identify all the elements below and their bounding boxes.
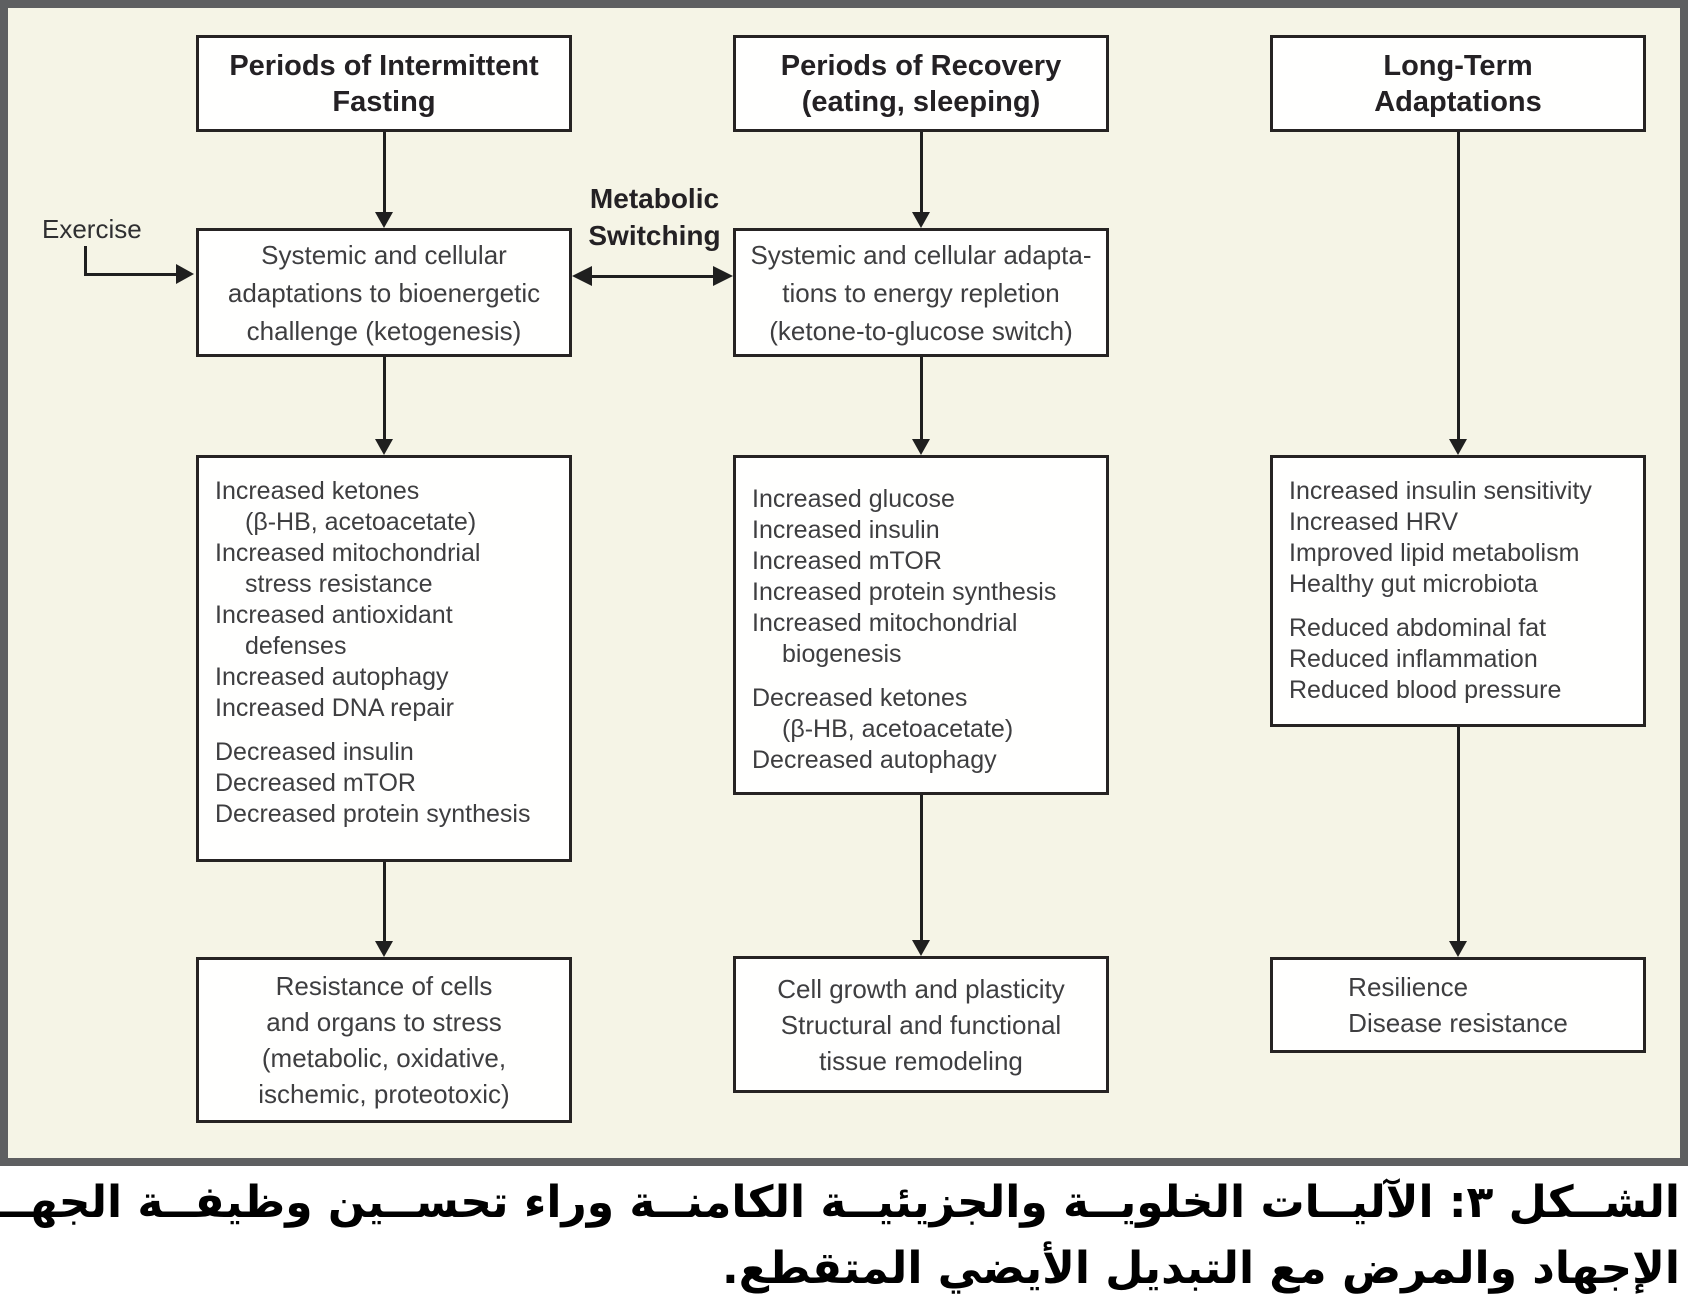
metabolic-switching-double-arrow-icon [572,264,733,288]
list-item: Improved lipid metabolism [1289,539,1580,567]
list-item: Decreased autophagy [752,746,997,774]
list-item: Increased mTOR [752,547,942,575]
list-item: Increased ketones (β-HB, acetoacetate) [215,477,477,536]
header-box-long-term-adaptations: Long-Term Adaptations [1270,35,1646,132]
adaptation-box-energy-repletion: Systemic and cellular adapta- tions to e… [733,228,1109,357]
outcome-box-stress-resistance: Resistance of cells and organs to stress… [196,957,572,1123]
exercise-arrowhead-icon [176,264,194,284]
list-item: Increased protein synthesis [752,578,1057,606]
list-item: Increased glucose [752,485,955,513]
figure-caption-line1: الشــكل ٣: الآليــات الخلويــة والجزيئيـ… [0,1177,1680,1228]
arrow-adaptation-to-changes-fasting-icon [375,357,393,455]
list-item: Decreased insulin [215,738,414,766]
arrow-recovery-to-adaptation-icon [912,132,930,228]
changes-box-fasting: Increased ketones (β-HB, acetoacetate)In… [196,455,572,862]
list-item: Reduced blood pressure [1289,676,1562,704]
list-item: Increased DNA repair [215,694,455,722]
list-item: Increased mitochondrial stress resistanc… [215,539,481,598]
list-item: Reduced inflammation [1289,645,1538,673]
arrow-longterm-to-changes-icon [1449,132,1467,455]
list-item: Increased insulin sensitivity [1289,477,1592,505]
list-item: Increased antioxidant defenses [215,601,453,660]
header-box-recovery: Periods of Recovery (eating, sleeping) [733,35,1109,132]
outcome-box-cell-growth: Cell growth and plasticity Structural an… [733,956,1109,1093]
exercise-arrow-horizontal-icon [84,273,178,276]
metabolic-switching-label: Metabolic Switching [588,183,721,251]
arrow-adaptation-to-changes-recovery-icon [912,357,930,455]
arrow-fasting-to-adaptation-icon [375,132,393,228]
list-item: Decreased protein synthesis [215,800,531,828]
header-box-intermittent-fasting: Periods of Intermittent Fasting [196,35,572,132]
increased-changes-list: Increased ketones (β-HB, acetoacetate)In… [215,476,561,724]
outcome-box-resilience: Resilience Disease resistance [1270,957,1646,1053]
decreased-changes-list: Decreased ketones (β-HB, acetoacetate) De… [752,683,1098,776]
list-item: Decreased mTOR [215,769,416,797]
list-item: Reduced abdominal fat [1289,614,1547,642]
arrow-changes-to-outcome-fasting-icon [375,862,393,957]
adaptation-box-bioenergetic-challenge: Systemic and cellular adaptations to bio… [196,228,572,357]
arrow-changes-to-outcome-recovery-icon [912,795,930,956]
list-item: Increased insulin [752,516,940,544]
exercise-arrow-vertical-icon [84,246,87,276]
arrow-changes-to-outcome-longterm-icon [1449,727,1467,957]
list-item: Increased HRV [1289,508,1459,536]
outcome-text: Resilience Disease resistance [1348,972,1568,1038]
list-item: Increased mitochondrial biogenesis [752,609,1018,668]
list-item: Increased autophagy [215,663,449,691]
exercise-label: Exercise [42,214,142,244]
figure-caption-line2: الإجهاد والمرض مع التبديل الأيضي المتقطع… [722,1243,1680,1294]
list-item: Decreased ketones (β-HB, acetoacetate) [752,684,1014,743]
list-item: Healthy gut microbiota [1289,570,1538,598]
